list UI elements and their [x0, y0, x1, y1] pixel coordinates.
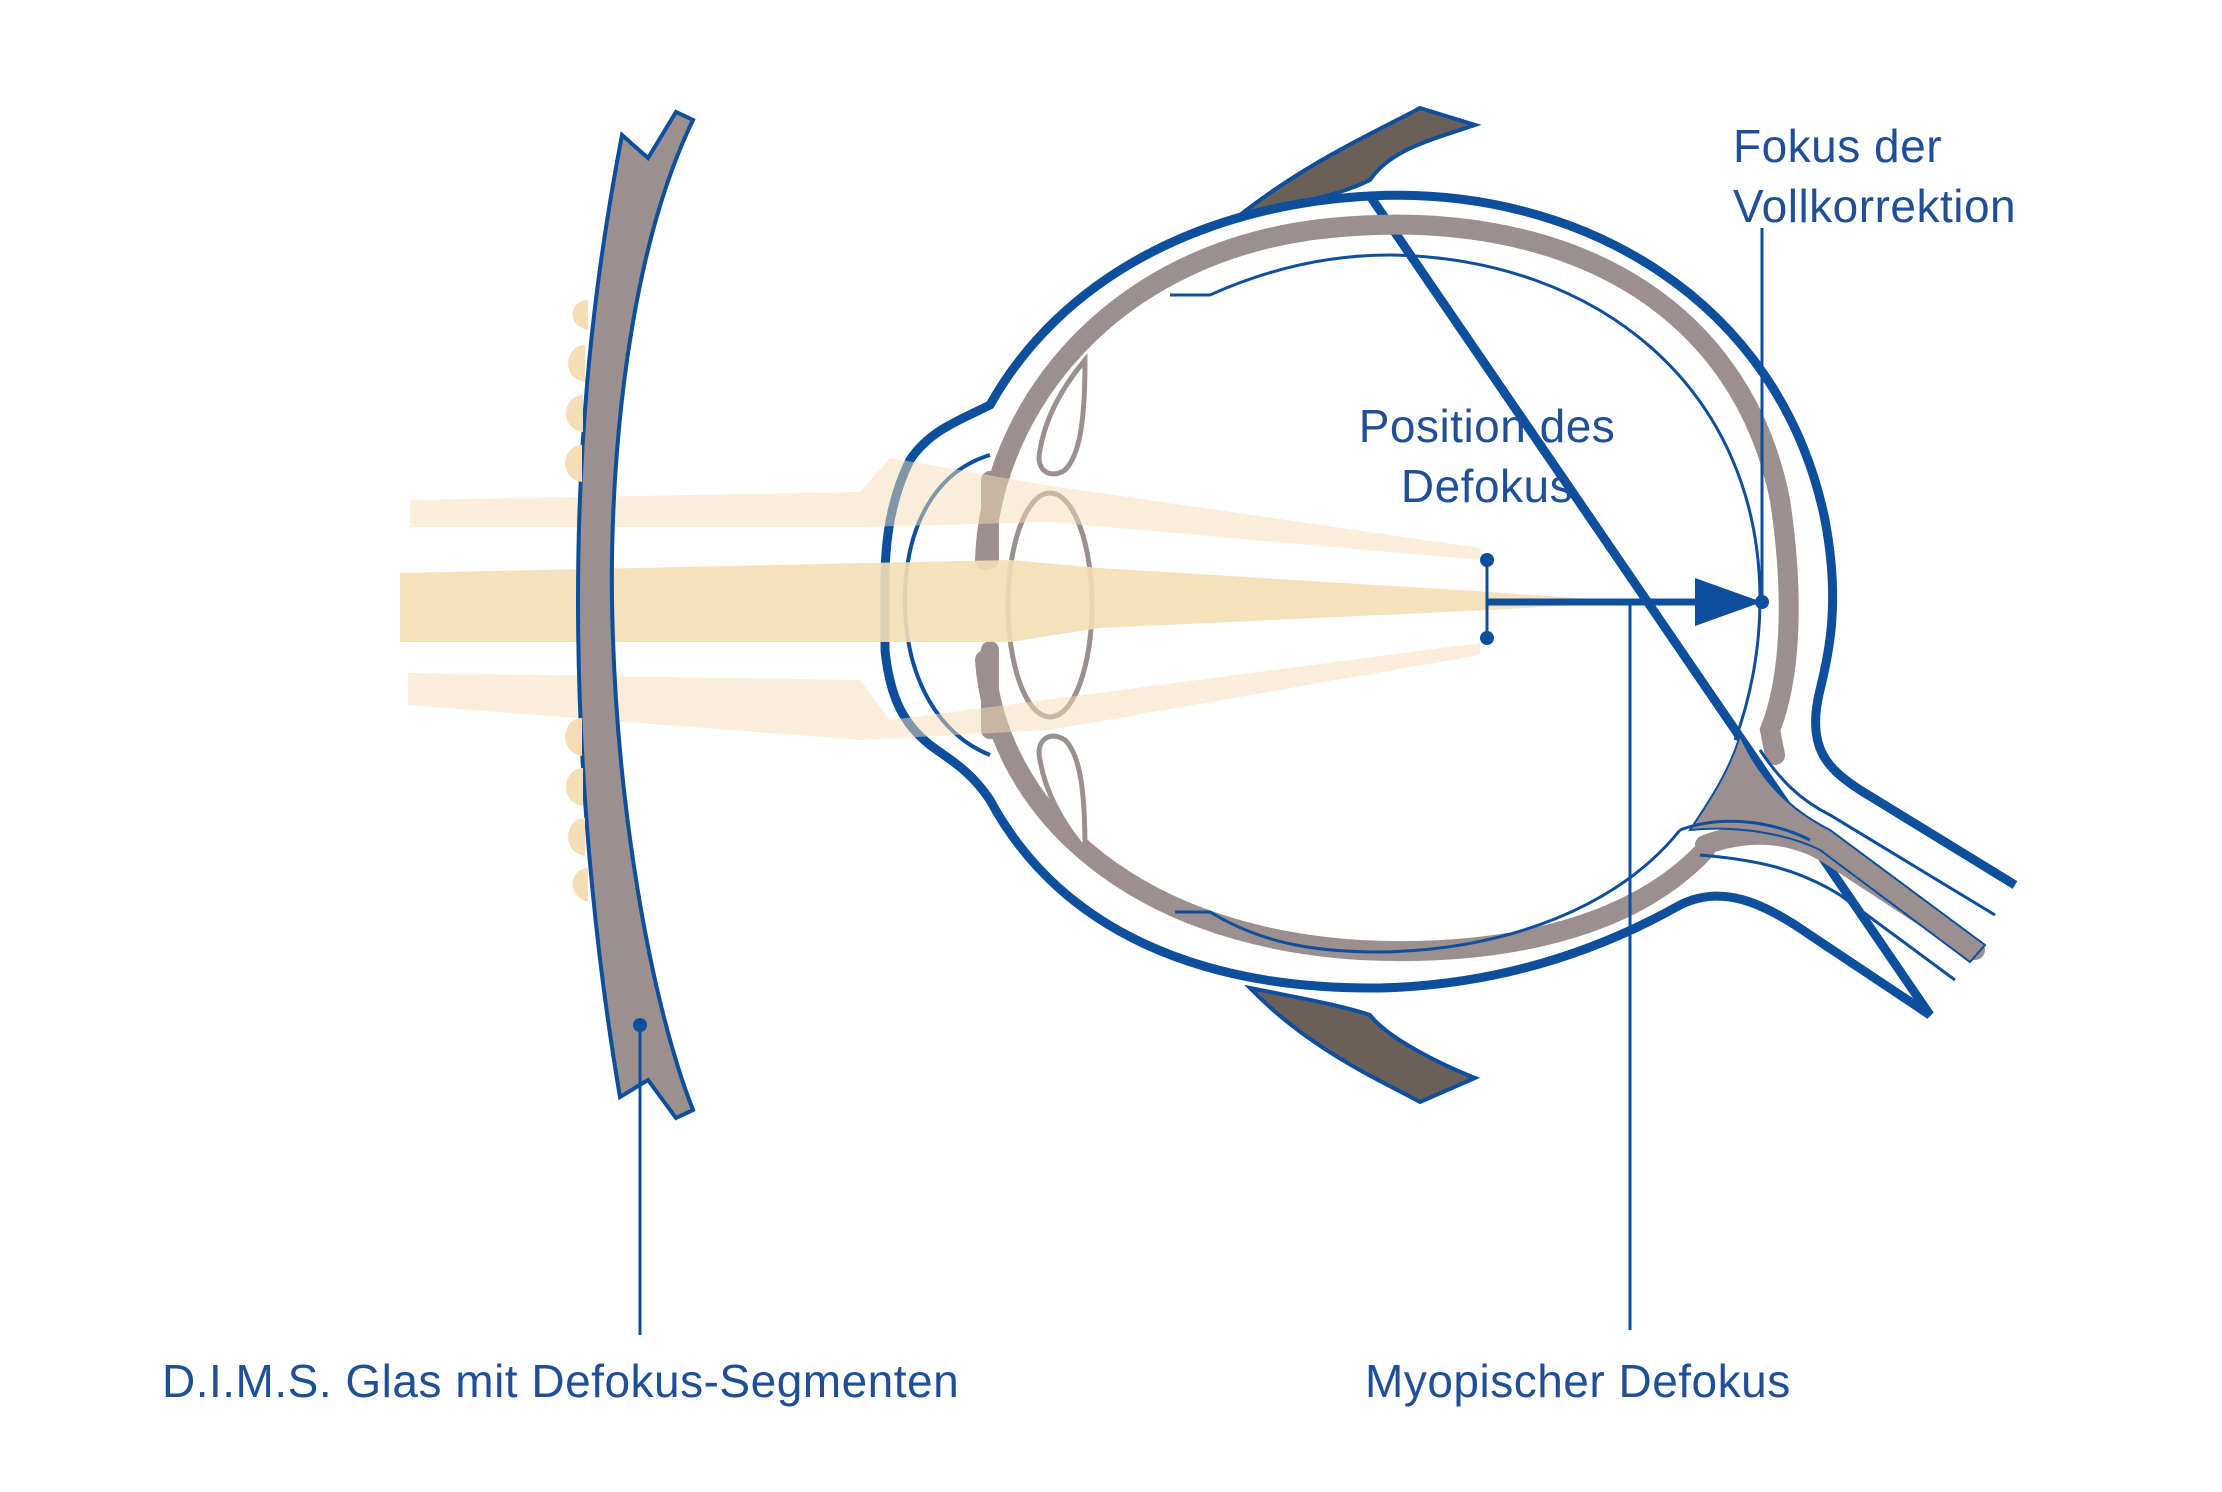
- label-defocus-position-line2: Defokus: [1401, 460, 1573, 512]
- defocus-segments: [565, 300, 588, 902]
- label-myopic-defocus: Myopischer Defokus: [1365, 1355, 1791, 1407]
- choroid-inner-line: [1679, 819, 1811, 842]
- upper-light-beam: [410, 458, 1480, 560]
- label-full-correction-line1: Fokus der: [1733, 120, 1942, 172]
- nerve-fiber-lines: [1699, 749, 1996, 982]
- defocus-marker-dot-bottom: [1480, 631, 1494, 645]
- central-light-beam: [400, 560, 1630, 642]
- label-full-correction-line2: Vollkorrektion: [1733, 180, 2016, 232]
- marker-dots: [633, 553, 1769, 1032]
- lower-light-beam: [408, 643, 1480, 740]
- retina: [1170, 253, 1762, 954]
- label-defocus-position-line1: Position des: [1359, 400, 1616, 452]
- leader-lines: [638, 228, 1764, 1335]
- ciliary-body-upper: [1036, 353, 1088, 477]
- ciliary-body-lower: [1036, 733, 1088, 857]
- focus-arrow-head: [1695, 578, 1762, 626]
- eye-middle-layer-lower: [975, 650, 1715, 962]
- upper-eyelid: [1238, 105, 1482, 217]
- optic-nerve: [1687, 732, 1987, 964]
- lens-marker-dot: [633, 1018, 647, 1032]
- label-dims-lens: D.I.M.S. Glas mit Defokus-Segmenten: [162, 1355, 959, 1407]
- full-correction-marker-dot: [1755, 595, 1769, 609]
- defocus-marker-dot-top: [1480, 553, 1494, 567]
- eye-outer-wall: [880, 190, 2018, 1019]
- lower-eyelid: [1244, 984, 1481, 1105]
